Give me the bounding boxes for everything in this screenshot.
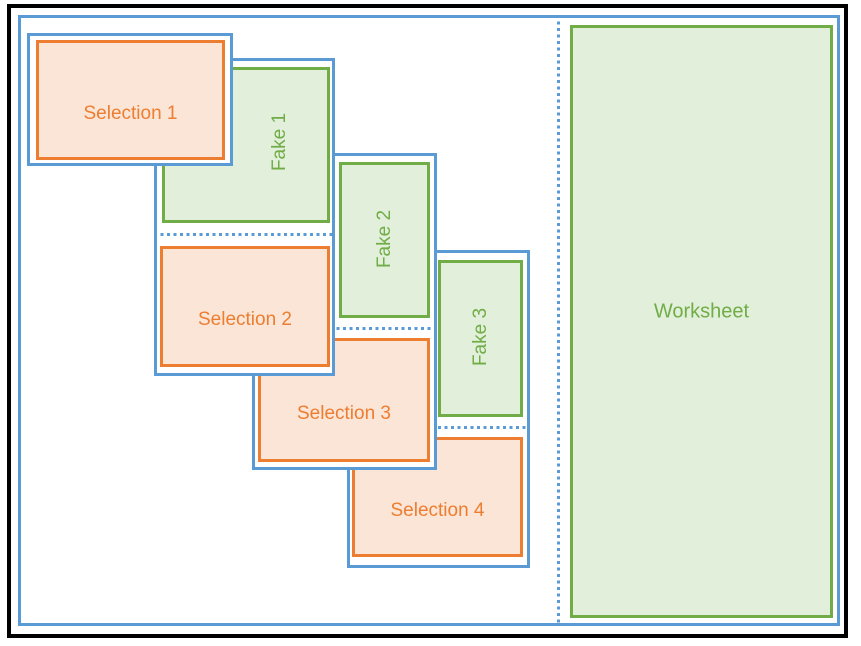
selection-container-2: Fake 1 Selection 2 <box>154 58 335 376</box>
worksheet-box: Worksheet <box>570 25 833 618</box>
outer-black-frame <box>7 4 848 638</box>
fake-2-label: Fake 2 <box>373 209 395 268</box>
fake-2-box: Fake 2 <box>339 162 430 318</box>
container-3-dotted-divider <box>252 327 437 330</box>
fake-3-box: Fake 3 <box>438 260 523 417</box>
fake-3-label: Fake 3 <box>469 307 491 367</box>
worksheet-separator-dotted-line <box>557 15 560 626</box>
worksheet-label: Worksheet <box>653 300 750 323</box>
container-2-dotted-divider <box>154 233 335 236</box>
selection-2-box: Selection 2 <box>160 246 330 367</box>
selection-container-1: Selection 1 <box>27 33 233 166</box>
selection-2-label: Selection 2 <box>197 309 293 331</box>
selection-1-label: Selection 1 <box>83 102 178 124</box>
selection-4-label: Selection 4 <box>390 499 485 521</box>
fake-1-label: Fake 1 <box>269 112 291 172</box>
selection-1-box: Selection 1 <box>36 40 225 160</box>
container-4-dotted-divider <box>347 426 530 429</box>
inner-blue-frame <box>18 15 840 626</box>
selection-3-label: Selection 3 <box>296 403 392 425</box>
